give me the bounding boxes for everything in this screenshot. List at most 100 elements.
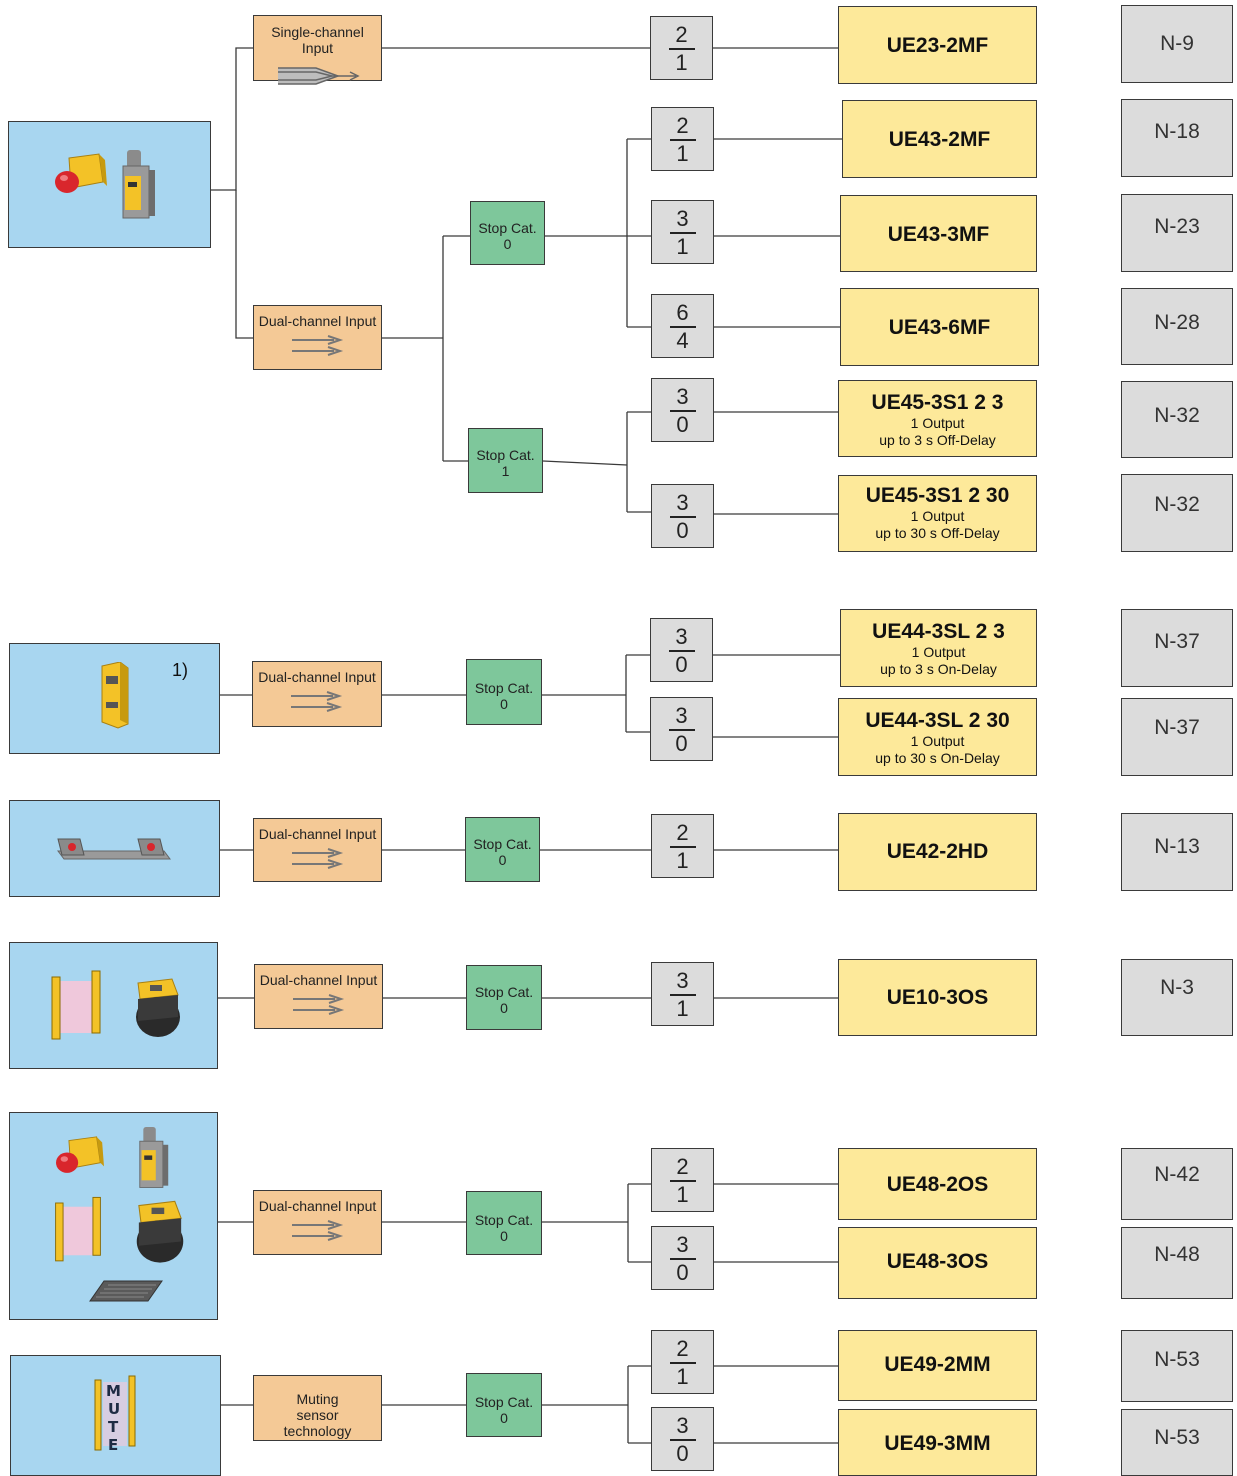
footnote-marker: 1) <box>172 660 189 680</box>
product-name: UE48-3OS <box>886 1250 989 1273</box>
muting-light-curtain-icon: M U T E <box>94 1375 136 1454</box>
product-name: UE43-2MF <box>888 128 991 151</box>
emergency-stop-icon <box>56 1136 104 1173</box>
light-curtain-icon <box>55 1196 101 1262</box>
laser-scanner-icon <box>136 1200 184 1263</box>
page-ref-box[interactable]: N-53 <box>1121 1409 1233 1476</box>
muting-input-box: Muting sensor technology <box>253 1375 382 1441</box>
page-ref-box[interactable]: N-37 <box>1121 609 1233 687</box>
light-curtain-icon <box>51 970 101 1040</box>
page-ref-box[interactable]: N-42 <box>1121 1148 1233 1220</box>
page-ref-box[interactable]: N-3 <box>1121 959 1233 1036</box>
dual-channel-input-box: Dual-channel Input <box>253 305 382 370</box>
safety-switch-icon <box>122 150 155 219</box>
product-box[interactable]: UE44-3SL 2 3 1 Output up to 3 s On-Delay <box>840 609 1037 687</box>
product-box[interactable]: UE48-3OS <box>838 1227 1037 1299</box>
single-channel-input-box: Single-channel Input <box>253 15 382 85</box>
page-ref-box[interactable]: N-48 <box>1121 1227 1233 1299</box>
product-name: UE45-3S1 2 3 <box>871 391 1004 414</box>
product-box[interactable]: UE49-3MM <box>838 1409 1037 1476</box>
product-name: UE49-2MM <box>884 1353 991 1376</box>
merge-arrow-icon <box>277 67 360 85</box>
stop-cat-0-box: Stop Cat. 0 <box>466 965 542 1030</box>
device-panel-multi-sensor <box>9 1112 218 1320</box>
page-ref-box[interactable]: N-9 <box>1121 5 1233 83</box>
input-label: Dual-channel Input <box>258 313 377 329</box>
dual-arrow-icon <box>291 691 343 712</box>
product-box[interactable]: UE45-3S1 2 3 1 Output up to 3 s Off-Dela… <box>838 380 1037 457</box>
dual-channel-input-box: Dual-channel Input <box>254 964 383 1029</box>
page-ref-box[interactable]: N-18 <box>1121 99 1233 177</box>
input-label: Muting sensor technology <box>283 1391 352 1439</box>
safety-relay-icon <box>101 662 129 729</box>
device-panel-estop-switch <box>8 121 211 248</box>
svg-text:E: E <box>108 1436 118 1454</box>
safety-switch-icon <box>139 1127 169 1188</box>
product-box[interactable]: UE48-2OS <box>838 1148 1037 1220</box>
product-name: UE43-3MF <box>887 223 990 246</box>
page-ref-box[interactable]: N-28 <box>1121 288 1233 365</box>
dual-arrow-icon <box>291 1220 343 1241</box>
svg-text:T: T <box>108 1418 119 1436</box>
device-panel-safety-relay: 1) <box>9 643 220 754</box>
stop-cat-1-box: Stop Cat. 1 <box>468 428 543 493</box>
safety-mat-icon <box>89 1280 163 1302</box>
emergency-stop-icon <box>55 153 107 193</box>
input-label: Dual-channel Input <box>258 669 376 685</box>
dual-arrow-icon <box>291 335 343 356</box>
dual-arrow-icon <box>291 848 343 869</box>
device-panel-muting: M U T E <box>10 1355 221 1476</box>
product-box[interactable]: UE43-3MF <box>840 195 1037 272</box>
dual-arrow-icon <box>292 994 344 1015</box>
product-box[interactable]: UE45-3S1 2 30 1 Output up to 30 s Off-De… <box>838 475 1037 552</box>
device-panel-light-curtain-scanner <box>9 942 218 1069</box>
page-ref-box[interactable]: N-32 <box>1121 474 1233 552</box>
stop-cat-0-box: Stop Cat. 0 <box>466 659 542 725</box>
stop-cat-0-box: Stop Cat. 0 <box>466 1373 542 1437</box>
input-label: Dual-channel Input <box>258 826 377 842</box>
page-ref-box[interactable]: N-53 <box>1121 1330 1233 1402</box>
product-name: UE44-3SL 2 30 <box>865 709 1010 732</box>
product-box[interactable]: UE43-2MF <box>842 100 1037 178</box>
page-ref-box[interactable]: N-32 <box>1121 381 1233 458</box>
product-box[interactable]: UE42-2HD <box>838 813 1037 891</box>
laser-scanner-icon <box>136 978 180 1037</box>
product-name: UE10-3OS <box>886 986 989 1009</box>
dual-channel-input-box: Dual-channel Input <box>253 1190 382 1255</box>
stop-cat-0-box: Stop Cat. 0 <box>466 1191 542 1255</box>
product-box[interactable]: UE10-3OS <box>838 959 1037 1036</box>
product-name: UE43-6MF <box>888 316 991 339</box>
product-name: UE44-3SL 2 3 <box>872 620 1005 643</box>
input-label: Dual-channel Input <box>258 1198 377 1214</box>
svg-text:M: M <box>106 1382 121 1400</box>
product-box[interactable]: UE44-3SL 2 30 1 Output up to 30 s On-Del… <box>838 698 1037 776</box>
product-name: UE23-2MF <box>886 34 989 57</box>
svg-text:U: U <box>108 1400 120 1418</box>
product-box[interactable]: UE23-2MF <box>838 6 1037 84</box>
page-ref-box[interactable]: N-23 <box>1121 194 1233 272</box>
stop-cat-0-box: Stop Cat. 0 <box>470 201 545 265</box>
page-ref-box[interactable]: N-13 <box>1121 813 1233 891</box>
product-name: UE42-2HD <box>886 840 989 863</box>
product-box[interactable]: UE43-6MF <box>840 288 1039 366</box>
product-box[interactable]: UE49-2MM <box>838 1330 1037 1401</box>
dual-channel-input-box: Dual-channel Input <box>253 818 382 882</box>
page-ref-box[interactable]: N-37 <box>1121 698 1233 776</box>
input-label: Dual-channel Input <box>259 972 378 988</box>
product-name: UE49-3MM <box>884 1432 991 1455</box>
input-label: Single-channel Input <box>271 24 364 56</box>
